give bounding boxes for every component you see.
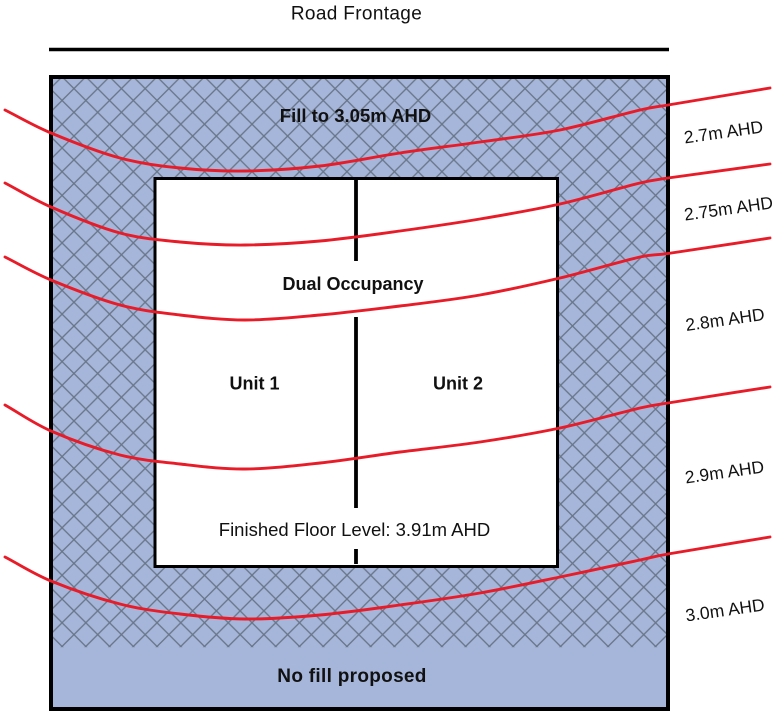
svg-text:Fill to 3.05m AHD: Fill to 3.05m AHD (280, 105, 431, 126)
svg-text:Unit 2: Unit 2 (433, 374, 483, 394)
svg-text:Finished Floor Level: 3.91m AH: Finished Floor Level: 3.91m AHD (219, 519, 490, 540)
svg-text:No fill proposed: No fill proposed (277, 666, 426, 687)
svg-text:Dual Occupancy: Dual Occupancy (282, 274, 423, 294)
svg-text:Unit 1: Unit 1 (229, 374, 279, 394)
svg-text:Road Frontage: Road Frontage (291, 4, 422, 25)
